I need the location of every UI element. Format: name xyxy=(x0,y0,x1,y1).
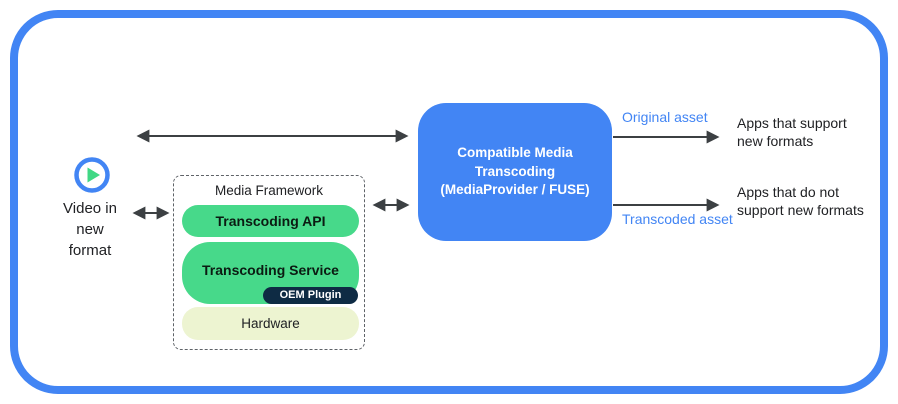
layer-transcoding-api: Transcoding API xyxy=(182,205,359,237)
oem-plugin-badge: OEM Plugin xyxy=(263,287,358,304)
apps-support-new-formats: Apps that support new formats xyxy=(737,115,847,149)
layer-transcoding-service: Transcoding Service OEM Plugin xyxy=(182,242,359,304)
layer-hardware: Hardware xyxy=(182,307,359,340)
media-framework-box: Media Framework Transcoding API Transcod… xyxy=(173,175,365,350)
transcoding-service-label: Transcoding Service xyxy=(202,262,339,278)
source-video-label: Video in new format xyxy=(63,200,117,259)
play-icon xyxy=(73,156,111,194)
diagram-outer-frame xyxy=(10,10,888,394)
apps-no-support-new-formats: Apps that do not support new formats xyxy=(737,184,864,218)
media-framework-title: Media Framework xyxy=(214,183,324,198)
compatible-media-transcoding-box: Compatible Media Transcoding (MediaProvi… xyxy=(418,103,612,241)
original-asset-label: Original asset xyxy=(622,109,708,125)
transcoded-asset-label: Transcoded asset xyxy=(622,211,733,227)
